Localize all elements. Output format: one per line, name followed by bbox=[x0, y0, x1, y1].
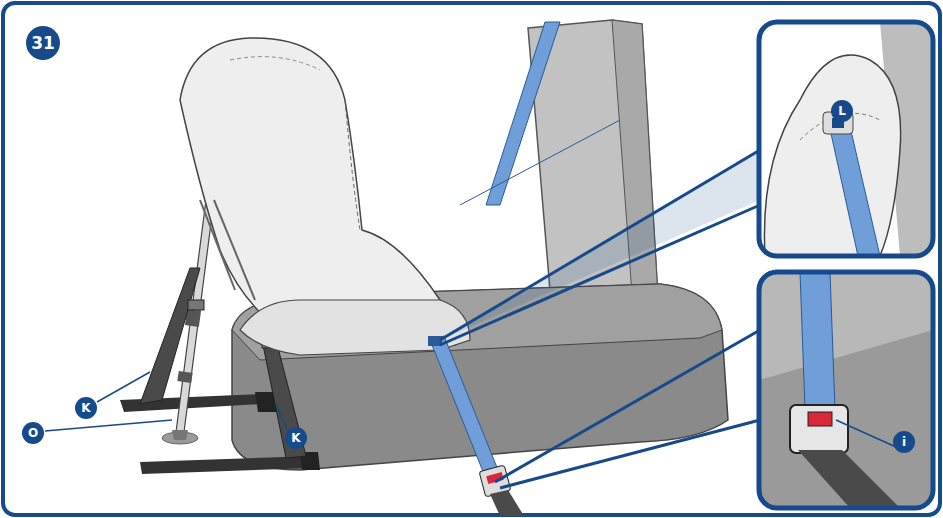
callout-letter: L bbox=[831, 100, 853, 122]
callout-letter: O bbox=[22, 422, 44, 444]
callout-letter: K bbox=[285, 427, 307, 449]
step-number: 31 bbox=[26, 26, 60, 60]
callout-letter: K bbox=[75, 397, 97, 419]
callout-letter: i bbox=[893, 431, 915, 453]
